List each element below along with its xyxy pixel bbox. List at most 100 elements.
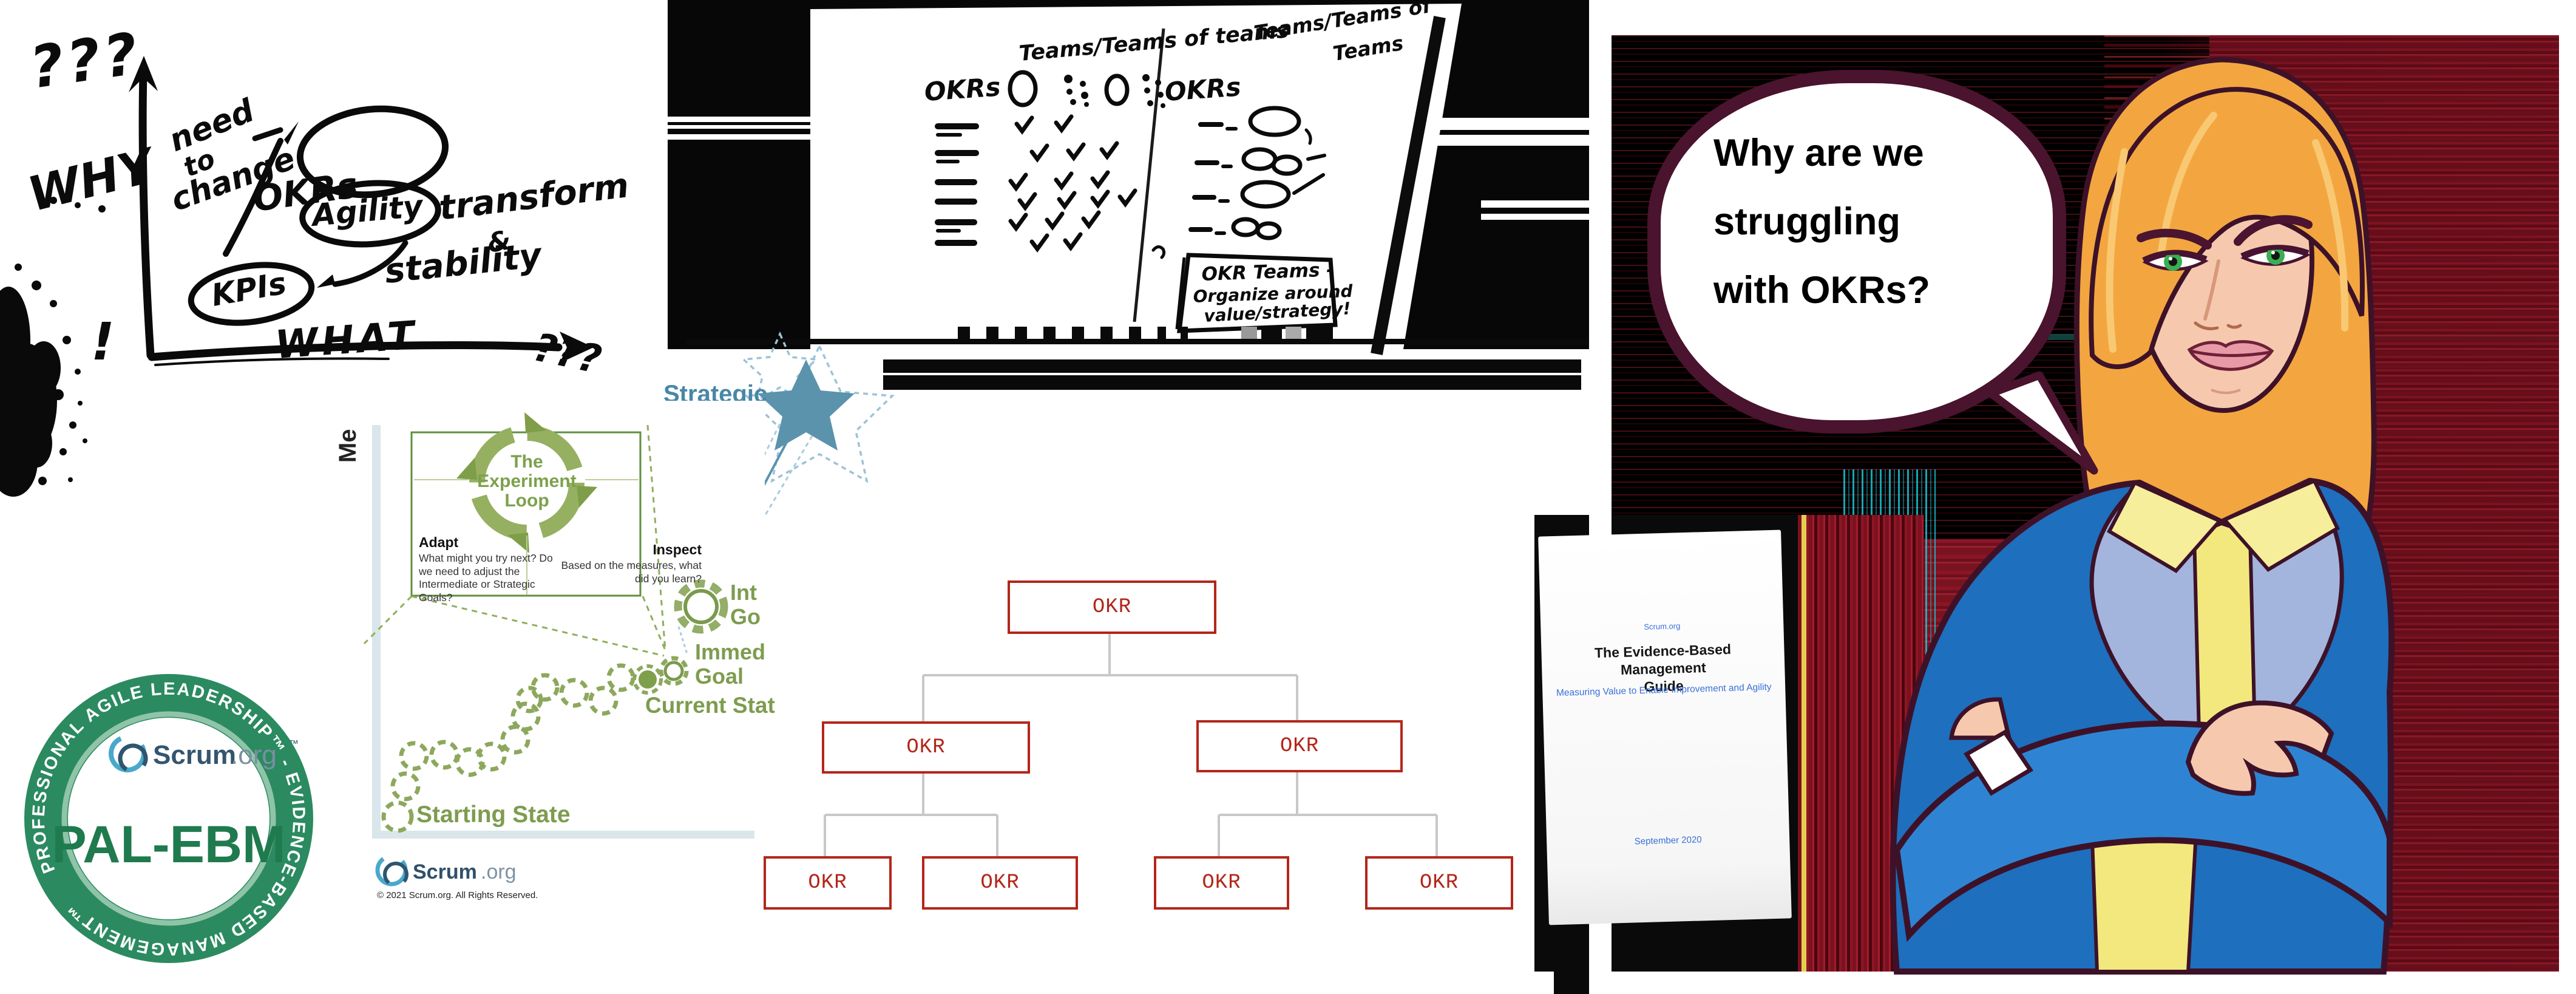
org-wordmark: .org [481, 860, 517, 883]
immediate-goal-marker [659, 656, 689, 686]
y-axis-arrowhead [129, 56, 158, 92]
wb-cloud-rows [1151, 106, 1326, 259]
current-state-marker [632, 664, 663, 695]
nose [2194, 259, 2242, 330]
sketch-arrows [223, 127, 408, 287]
hand-right-fingers [2185, 700, 2334, 796]
pal-ebm-badge: PROFESSIONAL AGILE LEADERSHIP™ - EVIDENC… [24, 674, 313, 963]
blue-dashed-segment [677, 626, 688, 655]
immediate-line1: Immed [695, 639, 766, 664]
svg-text:The: The [510, 452, 543, 472]
okr-node-leaf-3: OKR [1154, 856, 1289, 910]
immediate-line2: Goal [695, 664, 744, 689]
badge-title: PAL-EBM [52, 815, 285, 874]
bubble-line1: Why are we [1713, 132, 1924, 174]
black-band-1 [883, 359, 1581, 373]
okr-node-left: OKR [822, 721, 1030, 774]
wb-team-dots [1064, 74, 1165, 108]
exclamation-mark: ! [91, 312, 115, 372]
glitch-yellow-line [1802, 515, 1806, 972]
okr-node-leaf-1: OKR [764, 856, 892, 910]
intermediate-line1: Int [730, 580, 757, 605]
starting-state-label: Starting State [416, 802, 571, 828]
wb-team-circles [1008, 70, 1130, 107]
collar-right [2222, 478, 2340, 572]
badge-tm: ™ [289, 739, 299, 749]
ampersand: & [485, 225, 514, 259]
adapt-title: Adapt [419, 534, 459, 550]
wb-note-box-edge [1175, 257, 1186, 330]
question-marks-top: ??? [26, 20, 146, 101]
okr-tree: OKR OKR OKR OKR OKR OKR OKR [759, 577, 1517, 914]
ebm-axis-label-fragment: Me [334, 429, 361, 463]
arrow-tip-2 [317, 274, 335, 288]
badge-scrum-word: Scrum [153, 740, 236, 770]
ink-splatter [0, 197, 106, 497]
woman-hair-fringe [2089, 87, 2365, 369]
wb-list-rows [935, 114, 1137, 253]
whiteboard-photo: Teams/Teams of teams Teams/Teams of Team… [668, 0, 1590, 401]
intermediate-goal-label: Int Go [730, 580, 761, 629]
svg-text:Experiment: Experiment [477, 471, 576, 491]
wb-okrs-left: OKRs [923, 72, 1002, 107]
ebm-diagram: Me The Experiment Loop [334, 401, 765, 923]
thin-stripe [686, 339, 1589, 344]
question-marks-right: ??? [530, 325, 605, 383]
intermediate-goal-marker [674, 579, 728, 634]
x-axis-arrowhead [560, 332, 594, 363]
scrumorg-logo: Scrum .org [375, 854, 517, 887]
okr-node-leaf-4: OKR [1365, 856, 1513, 910]
okr-tree-connectors [824, 629, 1438, 856]
ebm-dashed-connectors [363, 424, 667, 657]
goal-path-circles [381, 663, 636, 833]
inspect-body: Based on the measures, what did you lear… [561, 559, 702, 585]
okr-node-root: OKR [1008, 580, 1216, 634]
inspect-block: Inspect Based on the measures, what did … [546, 542, 702, 585]
black-band-2 [883, 375, 1581, 390]
okr-node-leaf-2: OKR [922, 856, 1078, 910]
current-state-label: Current Stat [645, 693, 775, 718]
inspect-title: Inspect [652, 542, 702, 557]
book-shadow-patch [1554, 972, 1591, 994]
wb-note-box [1177, 253, 1338, 333]
marker-tray-bars [958, 327, 1333, 339]
speech-bubble-tail [1987, 371, 2098, 475]
adapt-block: Adapt What might you try next? Do we nee… [419, 534, 567, 604]
adapt-body: What might you try next? Do we need to a… [419, 552, 553, 604]
flipchart-edge [1371, 16, 1446, 355]
badge-inner-ring [61, 711, 276, 926]
cartoon-woman [1890, 56, 2395, 975]
wb-note-1: OKR Teams - [1201, 259, 1335, 285]
ebm-copyright: © 2021 Scrum.org. All Rights Reserved. [377, 890, 538, 900]
okr-node-right: OKR [1196, 720, 1403, 772]
sketch-circles [188, 105, 449, 326]
shirt-cuff [1964, 729, 2033, 796]
arrow-tip-1 [284, 121, 299, 145]
ebm-x-axis [372, 831, 754, 839]
hand-left-skin [1949, 697, 2012, 740]
bubble-line3: with OKRs? [1713, 269, 1930, 311]
eyebrows [2137, 215, 2313, 250]
collar-left [2107, 480, 2223, 573]
sketch-axes [138, 69, 563, 366]
speech-bubble-text: Why are we struggling with OKRs? [1713, 119, 1930, 325]
sheet-divider-line [1133, 28, 1165, 322]
experiment-loop-icon [456, 412, 597, 553]
hand-sketch-why-what: ??? WHY need to change OKRs Agility tran… [0, 20, 631, 497]
svg-text:Loop: Loop [504, 491, 549, 511]
badge-org-word: .org [231, 740, 277, 770]
wb-okrs-right: OKRs [1164, 72, 1242, 107]
background-blind-stripes [668, 117, 1589, 220]
intermediate-line2: Go [730, 604, 761, 629]
what-label: WHAT [274, 313, 419, 368]
ebm-y-axis [372, 425, 381, 837]
badge-scrumorg-logo: Scrum .org ™ [109, 735, 299, 774]
transform-word: transform [437, 166, 631, 228]
experiment-loop-title: The Experiment Loop [477, 452, 576, 511]
bubble-line2: struggling [1713, 200, 1900, 243]
scrum-wordmark: Scrum [413, 860, 477, 883]
immediate-goal-label: Immed Goal [695, 640, 765, 689]
solid-star [758, 359, 855, 451]
chin-crease [2211, 389, 2241, 394]
